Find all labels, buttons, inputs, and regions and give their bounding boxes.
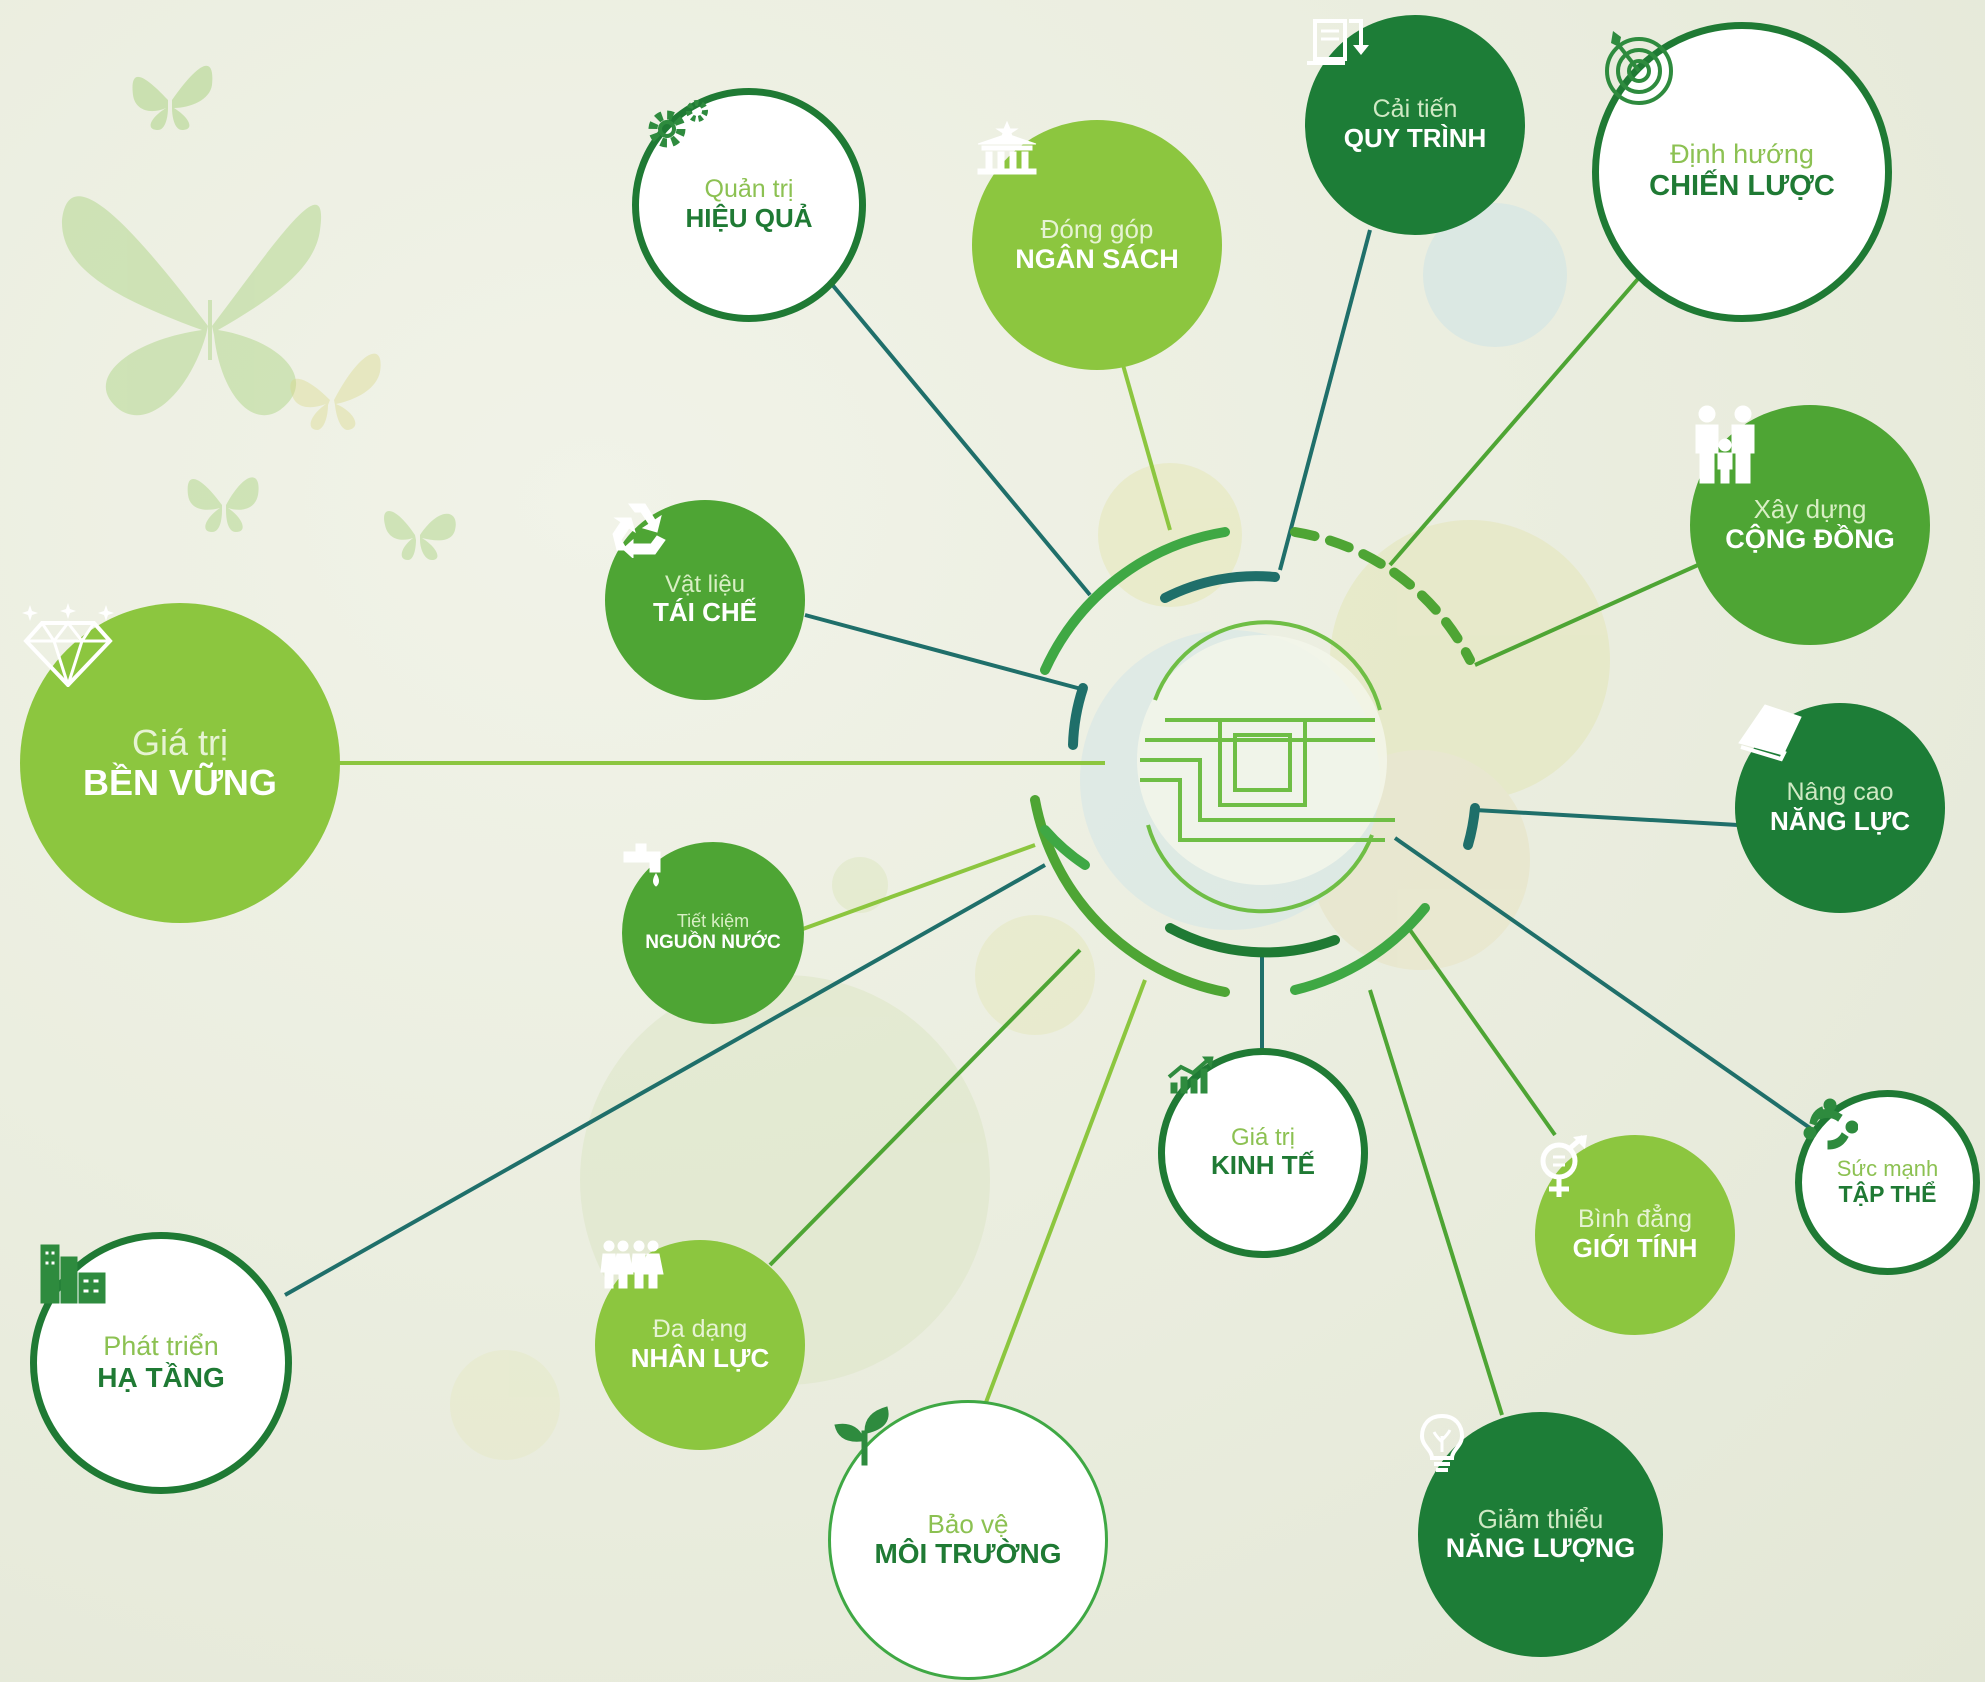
node-label: Đa dạng xyxy=(652,1315,748,1344)
node-label: Xây dựng xyxy=(1753,494,1867,525)
butterflies-decoration xyxy=(61,65,456,560)
node-title: KINH TẾ xyxy=(1211,1150,1315,1181)
node-dinh-huong-chien-luoc: Định hướng CHIẾN LƯỢC xyxy=(1592,22,1892,322)
node-tiet-kiem-nguon-nuoc: Tiết kiệm NGUỒN NƯỚC xyxy=(622,842,804,1024)
node-gia-tri-ben-vung: Giá trị BỀN VỮNG xyxy=(20,603,340,923)
node-label: Quản trị xyxy=(704,175,794,204)
node-phat-trien-ha-tang: Phát triển HẠ TẦNG xyxy=(30,1232,292,1494)
node-label: Định hướng xyxy=(1670,139,1814,170)
node-title: NGÂN SÁCH xyxy=(1015,243,1179,274)
node-label: Giảm thiểu xyxy=(1477,1503,1604,1534)
node-title: GIỚI TÍNH xyxy=(1572,1232,1698,1263)
node-title: CỘNG ĐỒNG xyxy=(1725,523,1895,554)
node-quan-tri-hieu-qua: Quản trị HIỆU QUẢ xyxy=(632,88,866,322)
node-bao-ve-moi-truong: Bảo vệ MÔI TRƯỜNG xyxy=(828,1400,1108,1680)
node-binh-dang-gioi-tinh: Bình đẳng GIỚI TÍNH xyxy=(1535,1135,1735,1335)
node-title: NĂNG LỰC xyxy=(1769,805,1910,836)
node-label: Đóng góp xyxy=(1040,214,1154,245)
node-label: Sức mạnh xyxy=(1836,1156,1939,1182)
node-title: HẠ TẦNG xyxy=(97,1361,225,1393)
node-cai-tien-quy-trinh: Cải tiến QUY TRÌNH xyxy=(1305,15,1525,235)
node-label: Bình đẳng xyxy=(1578,1205,1692,1234)
node-label: Tiết kiệm xyxy=(676,911,750,932)
node-label: Cải tiến xyxy=(1372,95,1458,124)
node-title: QUY TRÌNH xyxy=(1343,122,1487,153)
node-label: Bảo vệ xyxy=(927,1508,1009,1539)
connector-lines xyxy=(284,229,1812,1416)
node-label: Vật liệu xyxy=(664,570,746,598)
node-da-dang-nhan-luc: Đa dạng NHÂN LỰC xyxy=(595,1240,805,1450)
node-label: Phát triển xyxy=(103,1331,219,1362)
node-title: NGUỒN NƯỚC xyxy=(645,931,781,953)
node-title: BỀN VỮNG xyxy=(83,762,277,804)
node-giam-thieu-nang-luong: Giảm thiểu NĂNG LƯỢNG xyxy=(1418,1412,1663,1657)
node-suc-manh-tap-the: Sức mạnh TẬP THỂ xyxy=(1795,1090,1980,1275)
node-label: Giá trị xyxy=(131,721,228,763)
node-vat-lieu-tai-che: Vật liệu TÁI CHẾ xyxy=(605,500,805,700)
node-title: NĂNG LƯỢNG xyxy=(1445,1533,1636,1564)
node-nang-cao-nang-luc: Nâng cao NĂNG LỰC xyxy=(1735,703,1945,913)
node-label: Giá trị xyxy=(1230,1123,1295,1151)
node-title: MÔI TRƯỜNG xyxy=(874,1538,1062,1570)
node-gia-tri-kinh-te: Giá trị KINH TẾ xyxy=(1158,1048,1368,1258)
node-xay-dung-cong-dong: Xây dựng CỘNG ĐỒNG xyxy=(1690,405,1930,645)
node-title: TẬP THỂ xyxy=(1838,1181,1937,1208)
node-title: CHIẾN LƯỢC xyxy=(1649,170,1835,203)
node-title: NHÂN LỰC xyxy=(630,1342,770,1373)
center-logo xyxy=(1137,620,1395,914)
node-dong-gop-ngan-sach: Đóng góp NGÂN SÁCH xyxy=(972,120,1222,370)
node-label: Nâng cao xyxy=(1786,778,1894,807)
central-rings xyxy=(1030,527,1480,997)
node-title: HIỆU QUẢ xyxy=(685,202,813,233)
node-title: TÁI CHẾ xyxy=(653,597,757,628)
